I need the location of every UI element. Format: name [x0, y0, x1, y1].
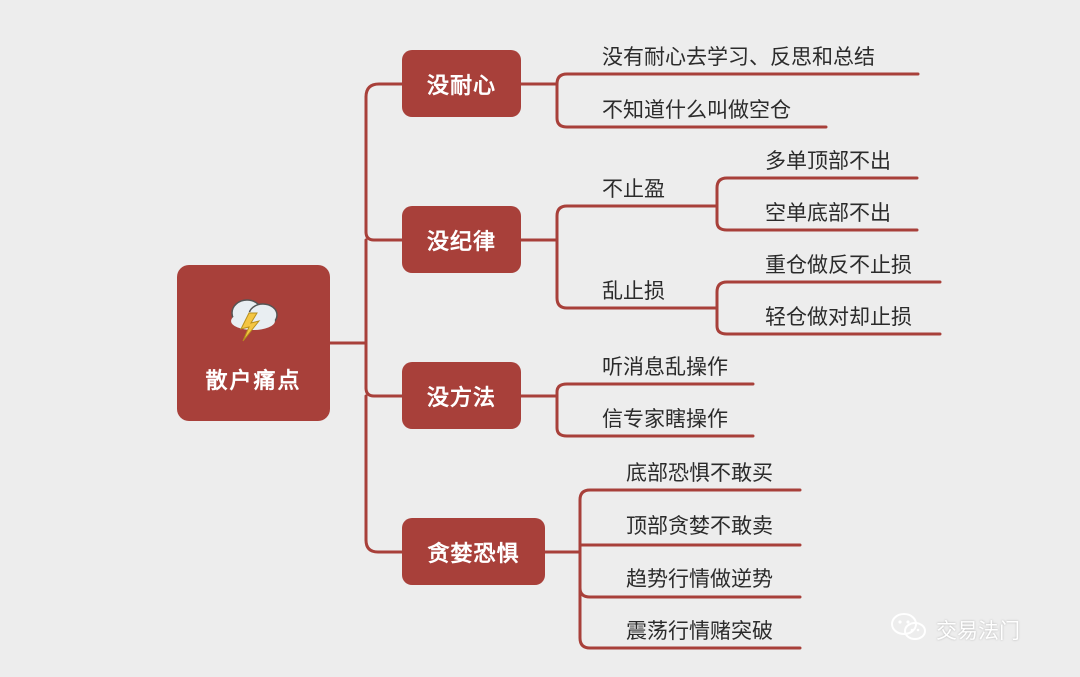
leaf-item: 重仓做反不止损: [765, 253, 912, 277]
wechat-icon: [890, 612, 928, 647]
leaf-item: 信专家瞎操作: [602, 407, 728, 431]
branch-label: 没纪律: [426, 229, 496, 255]
branch-node-greed-fear: 贪婪恐惧: [402, 518, 545, 585]
leaf-item: 多单顶部不出: [765, 149, 891, 173]
branch-label: 贪婪恐惧: [427, 541, 520, 567]
branch-node-method: 没方法: [402, 362, 521, 429]
storm-cloud-icon: [223, 291, 285, 347]
leaf-item: 空单底部不出: [765, 201, 891, 225]
sub-branch-label: 不止盈: [602, 177, 665, 201]
leaf-item: 轻仓做对却止损: [765, 305, 912, 329]
branch-label: 没耐心: [426, 73, 496, 99]
leaf-item: 不知道什么叫做空仓: [602, 98, 791, 122]
leaf-item: 顶部贪婪不敢卖: [626, 514, 773, 538]
root-node: 散户痛点: [177, 265, 330, 421]
watermark: 交易法门: [890, 612, 1020, 647]
root-label: 散户痛点: [205, 369, 302, 394]
leaf-item: 震荡行情赌突破: [626, 619, 773, 643]
branch-label: 没方法: [426, 385, 496, 411]
leaf-item: 趋势行情做逆势: [626, 567, 773, 591]
leaf-item: 听消息乱操作: [602, 355, 728, 379]
sub-branch-label: 乱止损: [602, 279, 665, 303]
leaf-item: 没有耐心去学习、反思和总结: [602, 45, 875, 69]
watermark-text: 交易法门: [936, 618, 1020, 643]
branch-node-patience: 没耐心: [402, 50, 521, 117]
leaf-item: 底部恐惧不敢买: [626, 461, 773, 485]
branch-node-discipline: 没纪律: [402, 206, 521, 273]
